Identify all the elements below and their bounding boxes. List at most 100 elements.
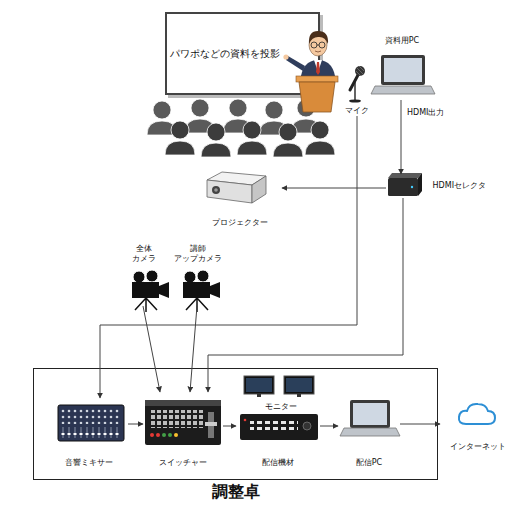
signal-arrow (190, 306, 197, 392)
selector-icon (388, 173, 422, 178)
selector-icon (388, 178, 418, 196)
projector: プロジェクター (198, 168, 282, 228)
cloud-icon (459, 404, 495, 424)
camera-icon (197, 270, 209, 282)
signal-arrow (143, 306, 160, 392)
monitor-icon (284, 376, 314, 394)
signal-arrow (320, 426, 338, 427)
projector-icon (214, 188, 218, 192)
monitor-icon (286, 378, 312, 392)
presenter (283, 31, 338, 112)
projection-screen: パワポなどの資料を投影 (165, 12, 320, 95)
projector-icon (207, 172, 266, 203)
presenter (317, 45, 319, 46)
device-label: 資料用PC (385, 36, 419, 46)
microphone-icon (356, 66, 364, 76)
monitor-icon (246, 378, 272, 392)
video-camera: 全体 カメラ (118, 244, 170, 306)
cloud-icon (459, 404, 495, 424)
camera-icon (210, 282, 220, 298)
edge-label: HDMI出力 (407, 107, 444, 118)
device-label: HDMIセレクタ (433, 181, 486, 191)
microphone: マイク (338, 60, 376, 116)
switcher-icon (162, 433, 166, 437)
switcher-icon (156, 433, 160, 437)
signal-arrow (100, 116, 357, 398)
device-label: スイッチャー (159, 458, 207, 468)
presenter (309, 34, 327, 56)
camera-icon (183, 270, 220, 312)
laptop-icon (371, 86, 435, 94)
presenter (319, 42, 325, 48)
presenter (286, 56, 305, 71)
presenter (309, 31, 328, 44)
monitor: モニター (240, 372, 322, 412)
device-label: インターネット (450, 442, 506, 452)
mixer-icon (58, 405, 124, 441)
signal-arrow (401, 100, 402, 174)
encoder-icon (240, 414, 318, 440)
laptop-icon (384, 58, 422, 82)
laptop-pc: 資料用PC (370, 36, 434, 100)
switcher-icon (174, 433, 178, 437)
camera-icon (133, 271, 145, 283)
audience (147, 99, 335, 157)
signal-arrow (282, 188, 386, 189)
switcher-icon (205, 422, 217, 426)
selector-icon (418, 173, 422, 196)
presenter (316, 62, 320, 75)
presenter (311, 42, 317, 48)
camera-icon (183, 282, 210, 298)
selector-icon (411, 186, 413, 188)
streaming-pc: 配信PC (338, 398, 400, 468)
camera-icon (132, 282, 159, 298)
device-label: マイク (345, 106, 369, 116)
video-switcher: スイッチャー (143, 392, 223, 468)
microphone-icon (349, 99, 361, 102)
device-label: モニター (265, 402, 297, 412)
presenter (296, 76, 338, 82)
hdmi-selector: HDMIセレクタ (386, 174, 486, 198)
presenter (283, 54, 288, 59)
device-label: 音響ミキサー (65, 458, 113, 468)
mixer-icon (58, 405, 124, 441)
encoder-icon (244, 419, 247, 422)
camera-icon (146, 270, 158, 282)
audio-mixer: 音響ミキサー (50, 398, 128, 468)
audience (237, 121, 267, 155)
group-heading: 調整卓 (34, 482, 437, 501)
streaming-encoder: 配信機材 (236, 412, 320, 468)
camera-icon (132, 270, 169, 312)
audience (165, 121, 335, 157)
encoder-icon (250, 420, 298, 432)
device-label: 全体 カメラ (127, 244, 161, 263)
signal-arrow (128, 424, 143, 425)
video-camera: 講師 アップカメラ (170, 244, 226, 306)
camera-icon (159, 282, 169, 298)
device-label: 講師 アップカメラ (172, 244, 224, 263)
monitor-icon (257, 394, 261, 397)
projector-icon (207, 180, 252, 203)
encoder-icon (303, 422, 311, 430)
microphone-icon (355, 66, 365, 76)
signal-arrow (400, 424, 440, 425)
mixer-icon (61, 408, 121, 424)
laptop-icon (353, 403, 387, 425)
microphone-icon (349, 66, 365, 103)
switcher-icon (150, 433, 154, 437)
switcher-icon (145, 400, 221, 445)
presenter (299, 82, 335, 112)
camera-icon (184, 271, 196, 283)
switcher-icon (149, 410, 203, 428)
monitor-icon (297, 394, 301, 397)
switcher-icon (145, 400, 221, 445)
laptop-icon (350, 400, 390, 428)
monitor-icon (244, 376, 314, 397)
audience (165, 121, 195, 155)
camera-icon (135, 298, 157, 312)
microphone-icon (350, 75, 358, 90)
presenter (315, 51, 321, 52)
laptop-icon (340, 400, 400, 436)
